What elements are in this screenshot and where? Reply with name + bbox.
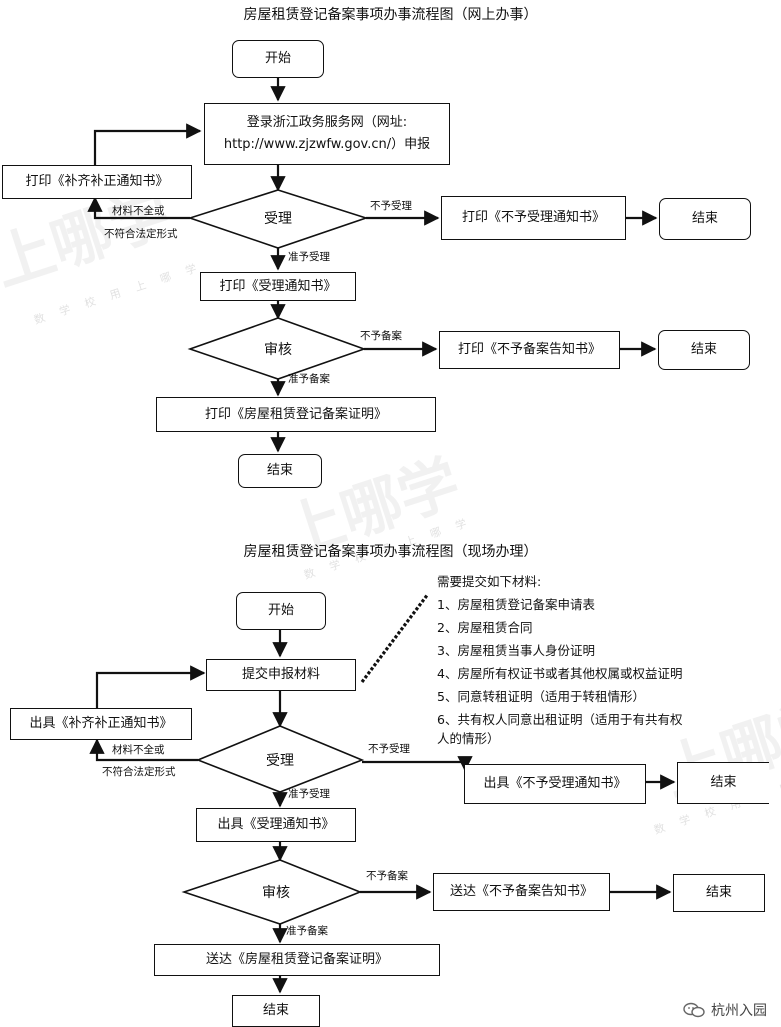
onsite-not-record-label: 不予备案 <box>366 870 408 882</box>
onsite-end-node-1: 结束 <box>677 762 769 804</box>
materials-item: 2、房屋租赁合同 <box>437 620 533 635</box>
online-flow-title: 房屋租赁登记备案事项办事流程图（网上办事） <box>243 7 538 23</box>
online-print-not-accept-notice: 打印《不予受理通知书》 <box>441 196 626 240</box>
online-login-step: 登录浙江政务服务网（网址: http://www.zjzwfw.gov.cn/）… <box>204 103 450 165</box>
online-login-line2: http://www.zjzwfw.gov.cn/）申报 <box>223 137 431 152</box>
onsite-incomplete-label-1: 材料不全或 <box>112 744 165 756</box>
online-incomplete-label-2: 不符合法定形式 <box>104 228 178 240</box>
onsite-not-accept-label: 不予受理 <box>368 743 410 755</box>
onsite-review-decision: 审核 <box>262 885 290 901</box>
online-not-accept-label: 不予受理 <box>370 200 412 212</box>
onsite-end-node-3: 结束 <box>232 995 320 1027</box>
online-print-supplement-notice: 打印《补齐补正通知书》 <box>2 165 192 199</box>
wechat-icon <box>683 1002 705 1018</box>
onsite-start-node: 开始 <box>236 592 326 630</box>
onsite-end-node-2: 结束 <box>673 874 765 912</box>
online-review-decision: 审核 <box>264 342 292 358</box>
materials-item: 1、房屋租赁登记备案申请表 <box>437 597 595 612</box>
onsite-send-record-certificate: 送达《房屋租赁登记备案证明》 <box>154 944 440 976</box>
materials-list: 1、房屋租赁登记备案申请表 2、房屋租赁合同 3、房屋租赁当事人身份证明 4、房… <box>437 595 682 748</box>
materials-item: 5、同意转租证明（适用于转租情形） <box>437 689 645 704</box>
online-start-node: 开始 <box>232 40 324 78</box>
online-print-accept-notice: 打印《受理通知书》 <box>200 272 356 301</box>
onsite-issue-supplement-notice: 出具《补齐补正通知书》 <box>10 708 192 740</box>
onsite-accepted-label: 准予受理 <box>288 788 330 800</box>
onsite-accept-decision: 受理 <box>266 753 294 769</box>
online-end-node-1: 结束 <box>659 198 751 240</box>
online-record-label: 准予备案 <box>288 373 330 385</box>
onsite-flow-title: 房屋租赁登记备案事项办事流程图（现场办理） <box>243 544 538 560</box>
online-accept-decision: 受理 <box>264 211 292 227</box>
brand-mark: 杭州入园 <box>683 1000 767 1020</box>
online-end-node-2: 结束 <box>658 330 750 370</box>
materials-item: 6、共有权人同意出租证明（适用于有共有权 <box>437 712 683 727</box>
online-not-record-label: 不予备案 <box>360 330 402 342</box>
online-login-line1: 登录浙江政务服务网（网址: <box>246 115 408 130</box>
materials-item: 4、房屋所有权证书或者其他权属或权益证明 <box>437 666 683 681</box>
brand-text: 杭州入园 <box>711 1003 767 1019</box>
online-print-record-certificate: 打印《房屋租赁登记备案证明》 <box>156 397 436 432</box>
online-print-not-record-notice: 打印《不予备案告知书》 <box>439 331 620 369</box>
materials-heading: 需要提交如下材料: <box>437 574 542 589</box>
materials-item: 3、房屋租赁当事人身份证明 <box>437 643 595 658</box>
materials-item: 人的情形） <box>437 731 500 746</box>
onsite-submit-materials: 提交申报材料 <box>206 659 356 691</box>
online-accepted-label: 准予受理 <box>288 251 330 263</box>
onsite-record-label: 准予备案 <box>286 925 328 937</box>
online-incomplete-label-1: 材料不全或 <box>112 205 165 217</box>
onsite-send-not-record-notice: 送达《不予备案告知书》 <box>433 873 610 911</box>
onsite-issue-not-accept-notice: 出具《不予受理通知书》 <box>464 764 646 804</box>
onsite-issue-accept-notice: 出具《受理通知书》 <box>196 808 356 842</box>
onsite-incomplete-label-2: 不符合法定形式 <box>102 766 176 778</box>
online-end-node-3: 结束 <box>238 454 322 488</box>
